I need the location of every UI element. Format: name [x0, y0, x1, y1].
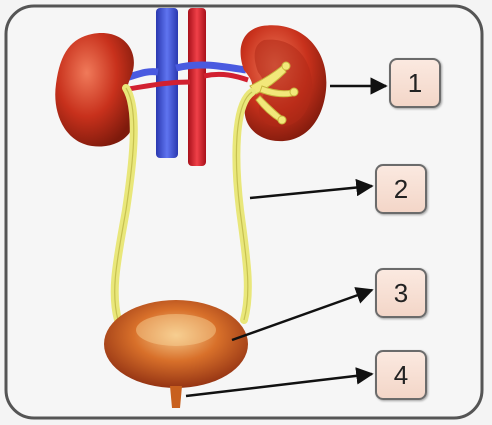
aorta — [188, 8, 206, 166]
urethra — [170, 386, 182, 408]
bladder-highlight — [136, 314, 216, 346]
label-box-2: 2 — [375, 164, 427, 214]
label-box-3: 3 — [375, 268, 427, 318]
label-box-1: 1 — [389, 58, 441, 108]
label-box-4: 4 — [375, 350, 427, 400]
left-kidney — [55, 33, 134, 147]
